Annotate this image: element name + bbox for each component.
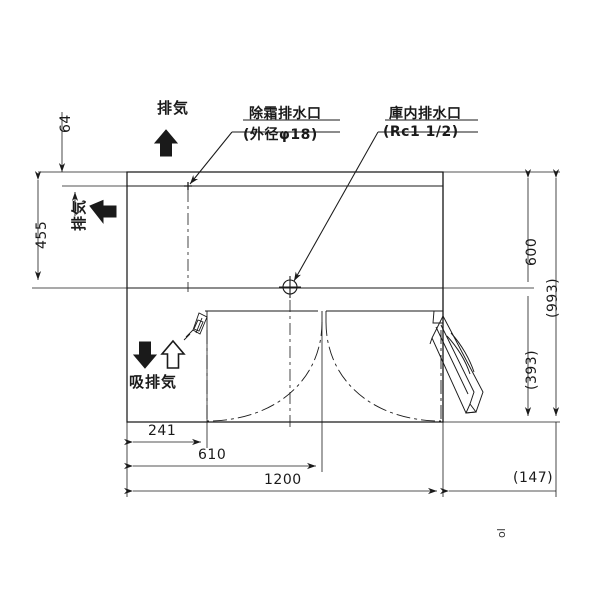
left-door-hinge-detail bbox=[183, 312, 208, 341]
label-exhaust-top: 排気 bbox=[157, 99, 190, 117]
door-swing-arcs bbox=[206, 321, 442, 422]
label-intake-exhaust: 吸排気 bbox=[129, 373, 178, 391]
dim-610 bbox=[124, 322, 323, 472]
dim-label-610: 610 bbox=[198, 447, 227, 463]
dim-label-241: 241 bbox=[148, 423, 177, 439]
dim-label-600: 600 bbox=[524, 237, 540, 266]
dim-label-993: (993) bbox=[545, 277, 561, 318]
corner-mark: ol bbox=[495, 528, 508, 538]
dim-241 bbox=[124, 330, 208, 497]
dim-147 bbox=[440, 422, 557, 497]
right-door-open-detail bbox=[429, 310, 484, 414]
leader-cabinet-drain bbox=[293, 131, 478, 282]
dim-label-64: 64 bbox=[58, 114, 74, 133]
dim-label-393: (393) bbox=[524, 349, 540, 390]
dim-64 bbox=[38, 112, 127, 187]
dim-1200 bbox=[124, 422, 444, 497]
dim-600 bbox=[443, 169, 560, 423]
label-exhaust-side: 排気 bbox=[70, 198, 88, 231]
exhaust-left-arrow-icon bbox=[89, 199, 117, 224]
cabinet-drain-symbol bbox=[279, 276, 301, 298]
dim-label-1200: 1200 bbox=[264, 472, 302, 488]
leader-defrost-drain bbox=[189, 131, 340, 185]
dim-label-455: 455 bbox=[34, 220, 50, 249]
dim-455 bbox=[32, 171, 127, 289]
exhaust-up-arrow-icon bbox=[153, 129, 179, 157]
label-cabinet-drain-line2: (Rc1 1/2) bbox=[383, 124, 459, 140]
label-defrost-drain-line2: (外径φ18) bbox=[243, 127, 318, 143]
intake-up-arrow-outline-icon bbox=[160, 339, 186, 369]
label-cabinet-drain-line1: 庫内排水口 bbox=[389, 106, 462, 122]
defrost-drain-port-mark bbox=[184, 182, 192, 190]
door-jambs bbox=[206, 311, 327, 330]
dim-label-147: (147) bbox=[513, 470, 554, 486]
label-defrost-drain-line1: 除霜排水口 bbox=[249, 106, 322, 122]
intake-down-arrow-icon bbox=[132, 341, 158, 369]
